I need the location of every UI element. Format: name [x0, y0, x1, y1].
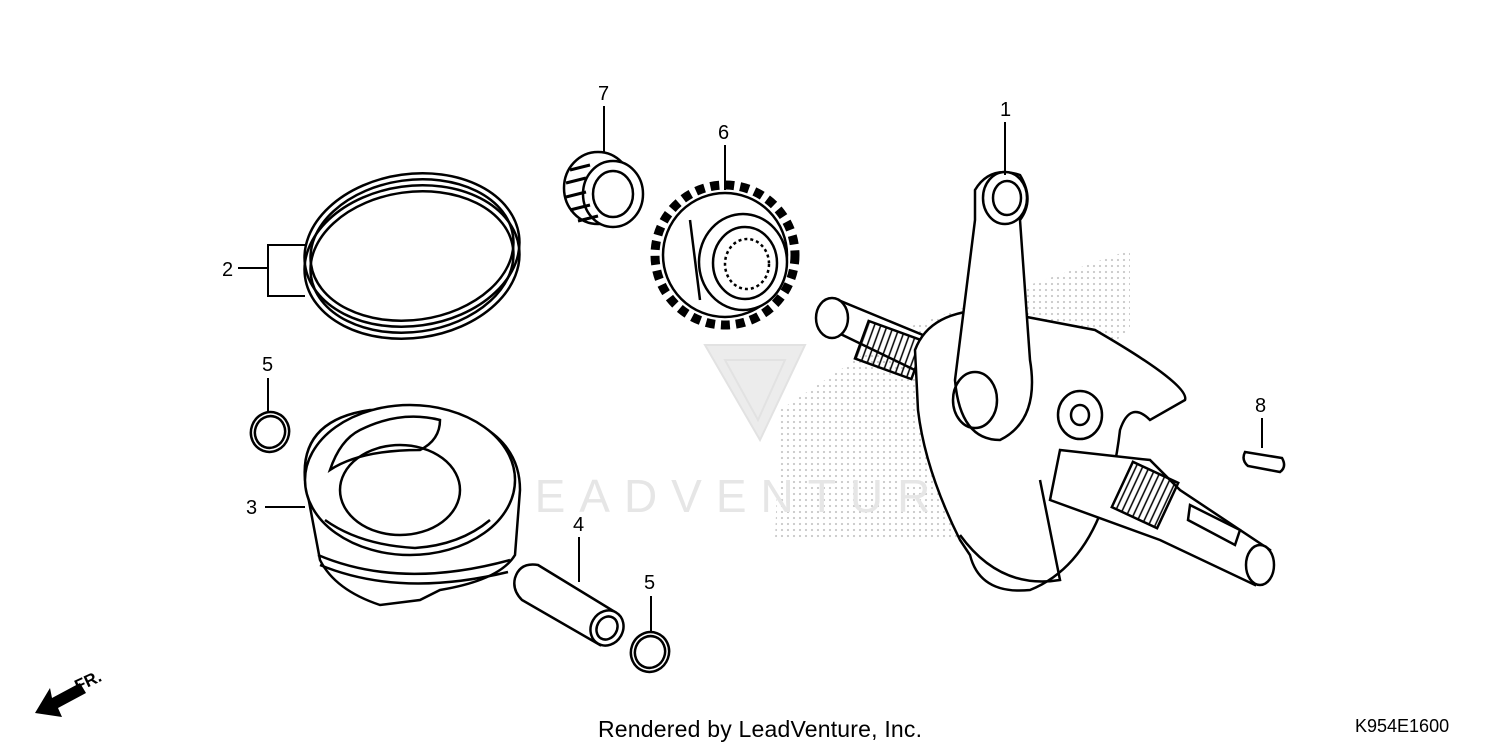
callout-8: 8 — [1255, 395, 1266, 417]
leader-lines — [238, 106, 1263, 632]
callout-4: 4 — [573, 514, 584, 536]
watermark-text: LEADVENTURE — [495, 470, 989, 522]
drive-gear — [650, 180, 800, 330]
callout-7: 7 — [598, 83, 609, 105]
render-credit: Rendered by LeadVenture, Inc. — [598, 716, 923, 742]
woodruff-key — [1242, 450, 1286, 474]
callout-5-lower: 5 — [644, 572, 655, 594]
pin-clip-lower-part — [629, 630, 671, 674]
callout-6: 6 — [718, 122, 729, 144]
front-direction-indicator: FR. — [35, 667, 105, 717]
piston — [303, 403, 522, 607]
callout-3: 3 — [246, 497, 257, 519]
watermark-logo — [703, 344, 807, 443]
callout-labels: 1 2 3 4 5 5 6 7 8 — [222, 83, 1266, 594]
crankshaft-web — [913, 308, 1187, 592]
diagram-code: K954E1600 — [1355, 716, 1450, 736]
callout-2: 2 — [222, 259, 233, 281]
pin-clip-upper-part — [249, 410, 291, 454]
callout-5-upper: 5 — [262, 354, 273, 376]
crankshaft — [814, 170, 1276, 592]
callout-1: 1 — [1000, 99, 1011, 121]
front-arrow-icon — [35, 683, 86, 717]
crankpin — [1056, 389, 1104, 441]
piston-pin — [513, 563, 625, 647]
piston-ring-set — [303, 172, 521, 340]
needle-bearing — [562, 150, 645, 229]
